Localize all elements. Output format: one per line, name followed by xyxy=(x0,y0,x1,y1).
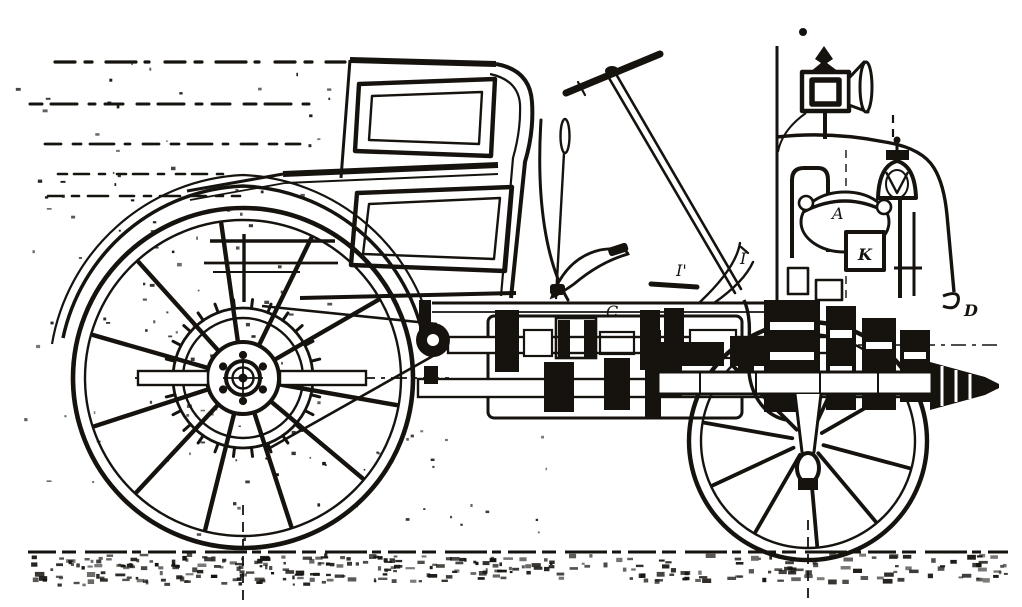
hatch-shading xyxy=(28,60,347,198)
lamp-wire xyxy=(777,112,807,153)
seat-scroll-edge xyxy=(495,62,535,299)
seat-lower-panel xyxy=(348,184,515,274)
drive-chain xyxy=(261,304,441,451)
cowl-foot-hook xyxy=(942,292,960,310)
body-bottom-rail xyxy=(299,291,517,300)
seat-mid-band xyxy=(282,162,499,177)
bonnet-cowl xyxy=(776,133,956,293)
rear-axle xyxy=(136,369,368,387)
body-side-rail xyxy=(186,172,284,193)
engine-bay xyxy=(775,28,960,310)
steering-linkage xyxy=(698,241,742,304)
tiller-shaft xyxy=(607,76,737,295)
label-steering-column: I xyxy=(739,249,747,268)
label-steering-lever: I' xyxy=(675,261,687,280)
carriage-body xyxy=(186,57,535,302)
pedal-pad xyxy=(608,242,629,257)
tiller-boss xyxy=(605,66,619,76)
part-labels: C I' I A K D xyxy=(606,204,978,321)
hub-bolts xyxy=(218,350,268,406)
ground-texture xyxy=(31,553,1008,587)
front-axle-assembly xyxy=(656,299,934,490)
pedal-loop xyxy=(549,247,630,300)
controls xyxy=(538,50,755,305)
label-gear-train: C xyxy=(606,302,618,321)
seat-upper-panel xyxy=(352,76,498,159)
head-lamp xyxy=(777,46,874,153)
engine-block xyxy=(786,136,922,302)
steering-drop-rod xyxy=(742,299,787,422)
cone-highlights xyxy=(940,366,972,406)
countershaft-sprocket xyxy=(416,300,450,384)
rear-fender xyxy=(50,173,436,345)
rivet-dot xyxy=(799,28,807,36)
lever-pointer xyxy=(648,281,700,290)
lamp-finial xyxy=(810,46,839,72)
label-engine: A xyxy=(830,204,844,223)
carburetor-box xyxy=(844,230,886,272)
rear-wheel-spokes xyxy=(90,221,399,532)
label-carburetor: K xyxy=(857,245,873,264)
label-drive-housing: D xyxy=(963,301,978,320)
front-fork xyxy=(793,393,823,459)
hand-lever xyxy=(554,151,566,300)
intake-pipe xyxy=(790,166,830,258)
centerlines xyxy=(242,505,809,600)
hand-lever-grip xyxy=(559,117,571,155)
lamp-window xyxy=(809,77,842,107)
seat-top-rail xyxy=(349,57,497,67)
